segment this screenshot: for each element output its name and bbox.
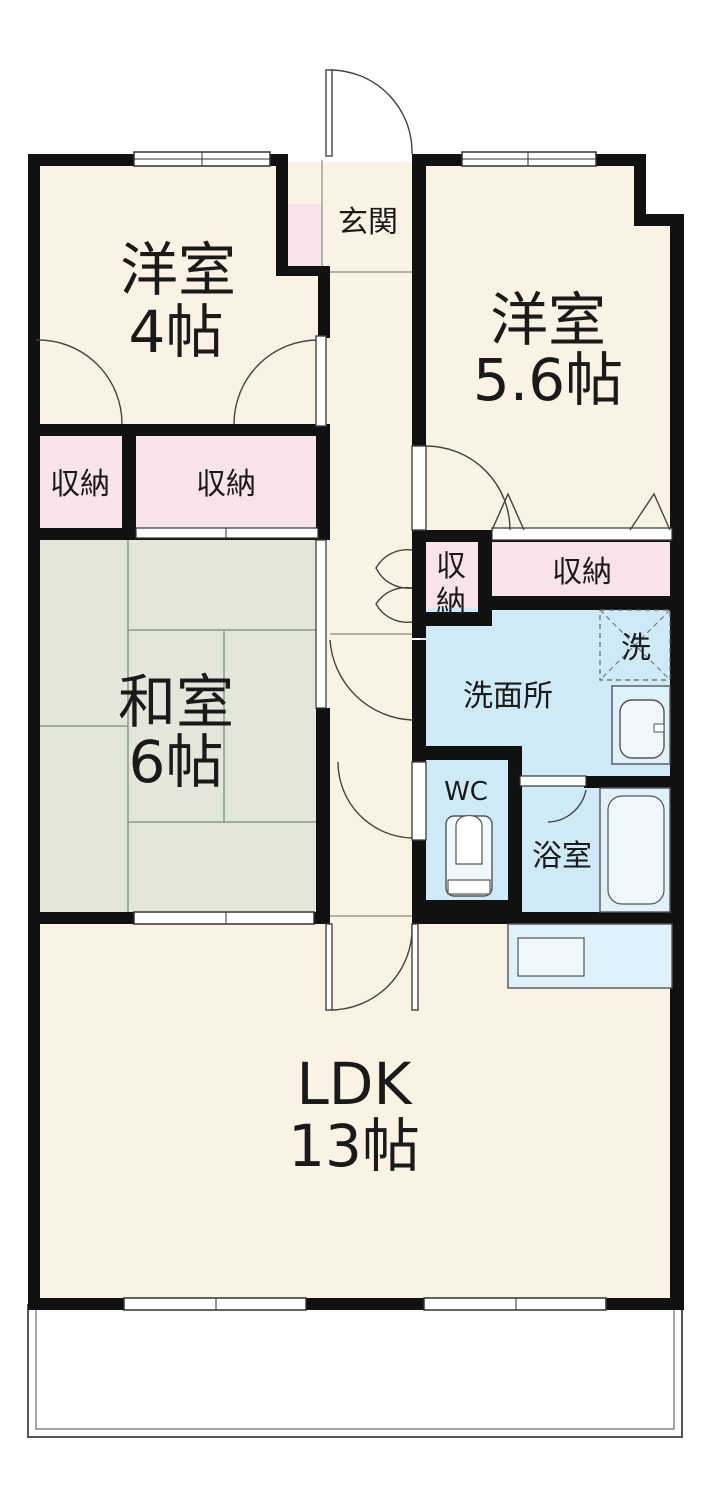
western-room-56-size: 5.6帖 bbox=[473, 346, 623, 414]
closet-fold-left bbox=[491, 492, 525, 531]
storage-1-label: 収納 bbox=[50, 467, 110, 502]
ldk-size: 13帖 bbox=[288, 1112, 420, 1180]
western-room-4-name: 洋室 bbox=[120, 236, 236, 304]
window-top-right bbox=[461, 151, 597, 167]
storage-4-label: 収納 bbox=[552, 555, 612, 590]
western-room-4-size: 4帖 bbox=[129, 298, 224, 366]
bath-label: 浴室 bbox=[532, 839, 592, 874]
ldk-door-swing bbox=[329, 923, 413, 1011]
storage-3-label-bottom: 納 bbox=[436, 585, 466, 620]
window-japanese-room bbox=[133, 911, 315, 925]
windows bbox=[123, 151, 673, 1311]
japanese-room-name: 和室 bbox=[118, 668, 234, 736]
storage-3-door-swing bbox=[375, 548, 413, 624]
western-room-door-swing bbox=[425, 445, 511, 531]
western-room-56-name: 洋室 bbox=[490, 286, 606, 354]
entrance-closet bbox=[288, 204, 322, 270]
vanity-sink bbox=[611, 685, 671, 765]
storage-2-floor bbox=[134, 436, 316, 528]
storage-3-label-top: 収 bbox=[436, 549, 466, 584]
labels: 洋室 4帖 洋室 5.6帖 和室 6帖 LDK 13帖 玄関 洗面所 WC 浴室… bbox=[50, 205, 651, 1180]
storage-1-floor bbox=[36, 432, 124, 528]
door-swings bbox=[35, 69, 671, 1011]
room-fills bbox=[36, 162, 672, 1302]
western-room-4-floor bbox=[36, 162, 276, 428]
bath-door bbox=[519, 775, 587, 787]
wc-label: WC bbox=[444, 777, 488, 807]
kitchen-counter bbox=[507, 923, 673, 989]
bath-door-swing bbox=[547, 789, 587, 823]
japanese-room-size: 6帖 bbox=[129, 728, 224, 796]
storage-2-label: 収納 bbox=[196, 467, 256, 502]
wc-door-swing bbox=[337, 761, 413, 839]
entrance-label: 玄関 bbox=[338, 205, 398, 240]
washroom-label: 洗面所 bbox=[463, 679, 553, 714]
washer-pan bbox=[599, 609, 671, 681]
front-door-swing bbox=[329, 69, 413, 155]
japanese-room-floor bbox=[36, 538, 318, 916]
washroom-door-swing bbox=[329, 639, 413, 721]
toilet bbox=[445, 814, 493, 897]
balcony bbox=[27, 1304, 683, 1438]
bathtub bbox=[599, 787, 671, 913]
western-room-56-floor bbox=[416, 162, 672, 538]
closet-door-swing-left bbox=[35, 339, 123, 425]
tatami-lines bbox=[36, 540, 316, 916]
storage-2-door bbox=[135, 527, 319, 539]
thin-lines bbox=[321, 160, 416, 917]
washer-label: 洗 bbox=[621, 631, 651, 666]
storage-4-floor bbox=[492, 540, 672, 600]
window-ldk-right bbox=[423, 1297, 607, 1311]
storage-4-door bbox=[491, 527, 673, 541]
window-ldk-left bbox=[123, 1297, 307, 1311]
closet-fold-right bbox=[629, 492, 671, 531]
window-top-left bbox=[133, 151, 271, 167]
fixtures bbox=[445, 609, 673, 989]
closet-door-swing-right bbox=[233, 339, 319, 425]
japanese-room-slide-door bbox=[315, 539, 327, 709]
ldk-name: LDK bbox=[296, 1050, 413, 1118]
